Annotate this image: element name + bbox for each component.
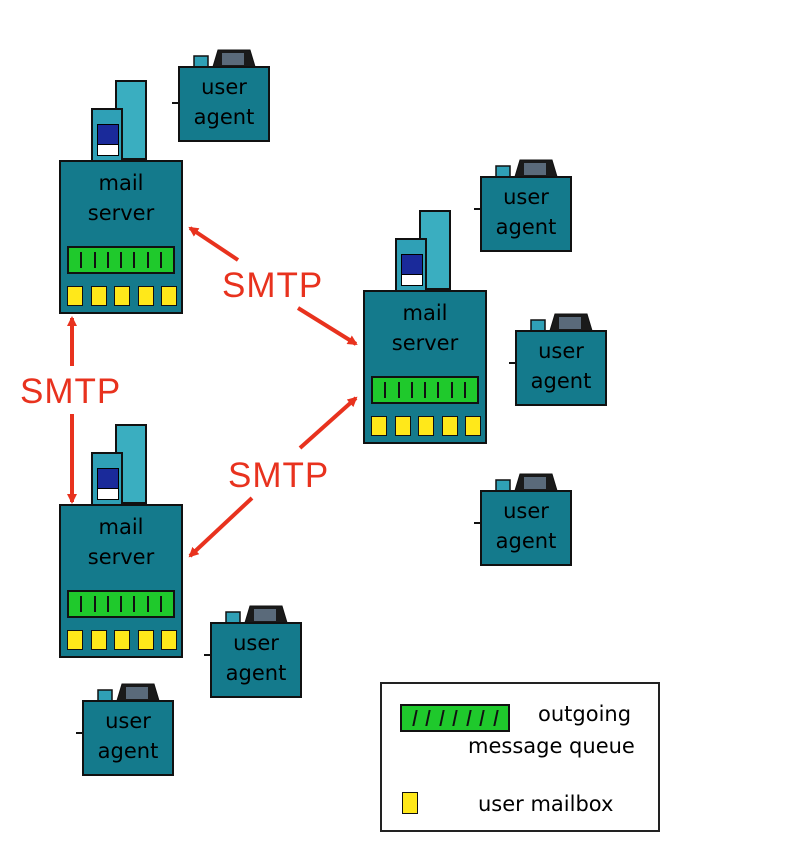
arrow-top-to-smtp [188,226,240,262]
smtp-label-top: SMTP [222,266,324,305]
legend-queue-swatch [400,704,510,732]
server-label: mail server [87,515,155,569]
legend-mailbox-label: user mailbox [478,792,614,816]
outgoing-queue [67,590,175,618]
outgoing-queue [371,376,479,404]
user-mailboxes [67,286,177,308]
server-box: mail server [59,160,183,314]
arrow-smtp-to-right [296,306,358,346]
arrow-smtp-to-bottom [188,496,254,558]
server-box: mail server [59,504,183,658]
smtp-label-bottom: SMTP [228,456,330,495]
arrow-smtp-to-right-2 [298,396,358,450]
legend-queue-label-2: message queue [468,734,635,758]
server-box: mail server [363,290,487,444]
mail-server-bottom-left: mail server [59,424,247,674]
smtp-label-left: SMTP [20,372,122,411]
outgoing-queue [67,246,175,274]
legend-mailbox-swatch [402,792,418,814]
user-mailboxes [371,416,481,438]
user-mailboxes [67,630,177,652]
server-label: mail server [391,301,459,355]
computer-icon [225,605,289,627]
legend-queue-label-1: outgoing [538,702,632,726]
server-label: mail server [87,171,155,225]
legend: outgoing message queue user mailbox [380,682,660,832]
mail-server-right: mail server [363,210,551,460]
mail-server-top-left: mail server [59,80,247,330]
